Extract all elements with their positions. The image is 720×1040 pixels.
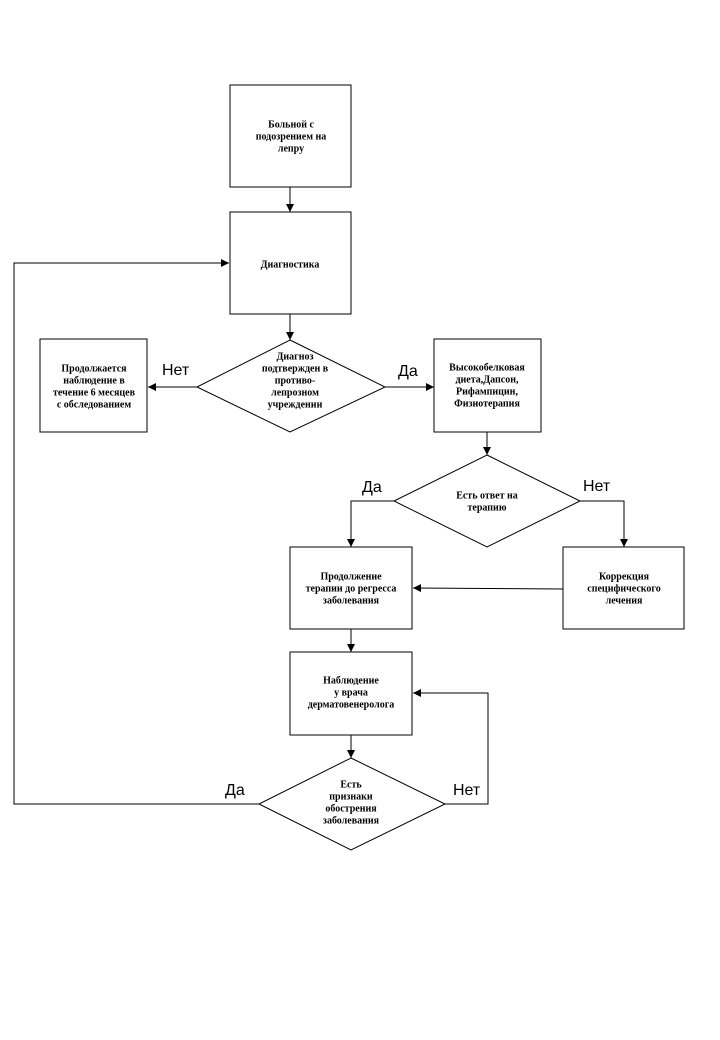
response-line-1: терапию bbox=[468, 503, 507, 514]
diet-line-0: Высокобелковая bbox=[449, 363, 525, 374]
confirmed-diamond bbox=[195, 339, 387, 433]
exacerbation-line-3: заболевания bbox=[323, 816, 380, 827]
confirmed-line-1: подтвержден в bbox=[262, 364, 329, 375]
observation-line-1: у врача bbox=[334, 688, 368, 699]
observe6-line-3: с обследованием bbox=[57, 400, 131, 411]
observation-line-2: дерматовенеролога bbox=[308, 700, 395, 711]
exacerbation-line-0: Есть bbox=[340, 780, 362, 791]
observation-line-0: Наблюдение bbox=[323, 676, 379, 687]
correction-line-0: Коррекция bbox=[599, 572, 650, 583]
patient-line-1: подозрением на bbox=[256, 132, 327, 143]
label-confirmed-no: Нет bbox=[162, 362, 190, 379]
label-exacerbation-yes: Да bbox=[225, 782, 245, 799]
label-response-no: Нет bbox=[583, 478, 611, 495]
edge-correction-to-continue bbox=[412, 584, 564, 593]
edge-exacerbation-yes-to-diagnostics bbox=[13, 259, 259, 805]
observe6-line-0: Продолжается bbox=[61, 364, 127, 375]
continue-box bbox=[289, 546, 413, 630]
continue-line-2: заболевания bbox=[323, 596, 380, 607]
edge-response-no-to-correction bbox=[580, 500, 628, 547]
observation-box bbox=[289, 651, 413, 736]
diet-line-2: Рифампицин, bbox=[456, 387, 518, 398]
exacerbation-diamond bbox=[257, 757, 447, 851]
label-response-yes: Да bbox=[362, 479, 382, 496]
label-confirmed-yes: Да bbox=[398, 363, 418, 380]
observe6-line-2: течение 6 месяцев bbox=[53, 388, 136, 399]
confirmed-line-0: Диагноз bbox=[277, 352, 314, 363]
edge-response-yes-to-continue bbox=[347, 500, 394, 547]
patient-line-0: Больной с bbox=[268, 120, 314, 131]
response-diamond bbox=[392, 454, 582, 548]
diet-line-3: Физиотерапия bbox=[454, 399, 520, 410]
exacerbation-line-2: обострения bbox=[325, 804, 377, 815]
confirmed-line-3: лепрозном bbox=[271, 388, 319, 399]
confirmed-line-4: учреждении bbox=[268, 400, 323, 411]
diagnostics-line-0: Диагностика bbox=[261, 260, 320, 271]
continue-line-1: терапии до регресса bbox=[306, 584, 397, 595]
diet-line-1: диета,Дапсон, bbox=[455, 375, 519, 386]
diagnostics-text: Диагностика bbox=[261, 260, 320, 271]
edge-labels: Нет Да Да Нет Да Нет bbox=[162, 362, 611, 799]
connectors bbox=[13, 187, 628, 805]
patient-line-2: лепру bbox=[278, 144, 304, 155]
edge-exacerbation-no-to-observation bbox=[413, 689, 489, 805]
correction-line-1: специфического bbox=[587, 584, 660, 595]
response-line-0: Есть ответ на bbox=[456, 491, 518, 502]
diagnostics-box bbox=[229, 211, 352, 315]
correction-line-2: лечения bbox=[606, 596, 643, 607]
label-exacerbation-no: Нет bbox=[453, 782, 481, 799]
correction-box bbox=[562, 546, 685, 630]
patient-box bbox=[229, 84, 352, 188]
node-diagnostics: Диагностика bbox=[229, 211, 352, 315]
continue-line-0: Продолжение bbox=[320, 572, 382, 583]
exacerbation-line-1: признаки bbox=[329, 792, 373, 803]
observe6-box bbox=[39, 338, 148, 433]
confirmed-line-2: противо- bbox=[275, 376, 316, 387]
observe6-line-1: наблюдение в bbox=[63, 376, 125, 387]
diet-box bbox=[433, 338, 542, 433]
